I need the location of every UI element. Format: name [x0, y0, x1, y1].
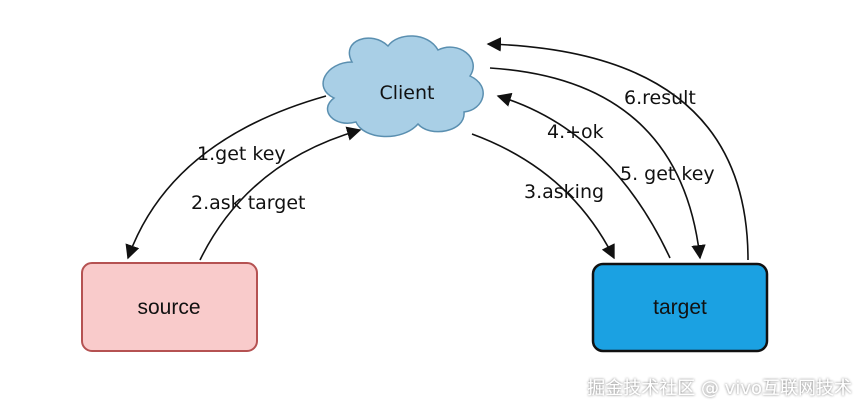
edge-get-key-1 [125, 95, 327, 260]
edge-label-asking-3: 3.asking [524, 181, 604, 203]
edge-label-ask-target-2: 2.ask target [191, 192, 305, 214]
target-label: target [653, 296, 707, 319]
watermark: 掘金技术社区 @ vivo互联网技术 [587, 378, 852, 399]
client-label: Client [379, 82, 434, 104]
edge-ask-target-2 [199, 126, 362, 261]
edge-asking-3 [471, 133, 615, 260]
edge-label-ok-4: 4.+ok [547, 121, 604, 143]
source-box [81, 262, 258, 352]
edge-label-get-key-5: 5. get key [620, 163, 715, 185]
edge-ok-4 [496, 92, 671, 259]
target-box [591, 262, 769, 353]
edge-label-result-6: 6.result [624, 87, 696, 109]
edge-result-6 [486, 37, 749, 261]
client-node: Client [322, 35, 484, 138]
edge-get-key-5 [489, 67, 706, 260]
client-cloud-icon [322, 35, 484, 138]
source-node: source [81, 262, 258, 352]
edge-label-get-key-1: 1.get key [197, 143, 286, 165]
source-label: source [137, 296, 200, 319]
target-node: target [591, 262, 769, 353]
